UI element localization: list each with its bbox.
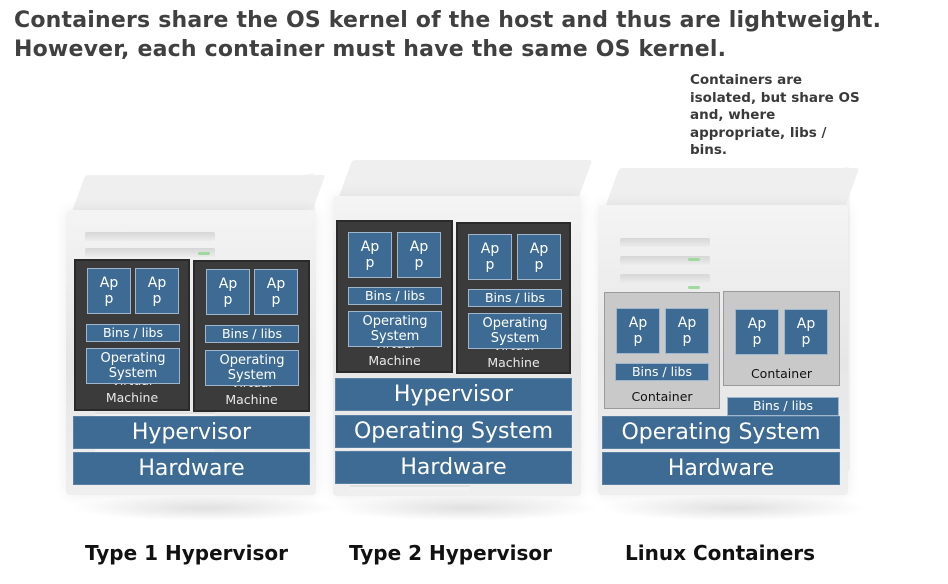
caption-type2: Type 2 Hypervisor bbox=[349, 541, 552, 565]
host-os-layer: Operating System bbox=[602, 416, 840, 449]
guest-os-box: Operating System bbox=[205, 350, 299, 386]
virtual-machine: Ap p Ap p Bins / libs Virtual Machine Op… bbox=[74, 259, 190, 411]
app-box: Ap p bbox=[87, 268, 131, 314]
hypervisor-layer: Hypervisor bbox=[73, 416, 310, 449]
app-box: Ap p bbox=[735, 309, 779, 355]
containers-note: Containers are isolated, but share OS an… bbox=[690, 72, 860, 158]
app-box: Ap p bbox=[135, 268, 179, 314]
virtual-machine: Ap p Ap p Bins / libs Virtual Machine Op… bbox=[193, 260, 310, 412]
caption-linux: Linux Containers bbox=[625, 541, 816, 565]
hardware-layer: Hardware bbox=[335, 451, 572, 484]
hypervisor-layer: Hypervisor bbox=[335, 378, 572, 411]
bins-libs-box: Bins / libs bbox=[205, 325, 299, 343]
virtual-machine: Ap p Ap p Bins / libs Virtual Machine Op… bbox=[336, 220, 453, 373]
container-label: Container bbox=[750, 366, 813, 381]
app-box: Ap p bbox=[206, 269, 250, 315]
app-box: Ap p bbox=[517, 234, 561, 280]
container-label: Container bbox=[631, 389, 693, 404]
app-box: Ap p bbox=[665, 308, 709, 354]
caption-type1: Type 1 Hypervisor bbox=[85, 541, 288, 565]
app-box: Ap p bbox=[784, 309, 828, 355]
bins-libs-box: Bins / libs bbox=[86, 324, 180, 342]
guest-os-box: Operating System bbox=[468, 313, 562, 349]
title-line-1: Containers share the OS kernel of the ho… bbox=[14, 8, 882, 33]
host-os-layer: Operating System bbox=[335, 415, 572, 448]
app-box: Ap p bbox=[348, 232, 392, 278]
container-box: Ap p Ap p Container bbox=[723, 291, 840, 386]
bins-libs-box: Bins / libs bbox=[348, 287, 442, 305]
bins-libs-box: Bins / libs bbox=[468, 289, 562, 307]
diagram-title: Containers share the OS kernel of the ho… bbox=[14, 6, 948, 64]
shared-bins-libs-box: Bins / libs bbox=[727, 397, 839, 416]
app-box: Ap p bbox=[254, 269, 298, 315]
guest-os-box: Operating System bbox=[86, 348, 180, 384]
guest-os-box: Operating System bbox=[348, 311, 442, 347]
hardware-layer: Hardware bbox=[73, 452, 310, 485]
bins-libs-box: Bins / libs bbox=[615, 363, 709, 381]
app-box: Ap p bbox=[397, 232, 441, 278]
container-box: Ap p Ap p Bins / libs Container bbox=[604, 292, 720, 409]
app-box: Ap p bbox=[468, 234, 512, 280]
hardware-layer: Hardware bbox=[602, 452, 840, 485]
app-box: Ap p bbox=[616, 308, 660, 354]
title-line-2: However, each container must have the sa… bbox=[14, 37, 727, 62]
virtual-machine: Ap p Ap p Bins / libs Virtual Machine Op… bbox=[456, 222, 571, 374]
